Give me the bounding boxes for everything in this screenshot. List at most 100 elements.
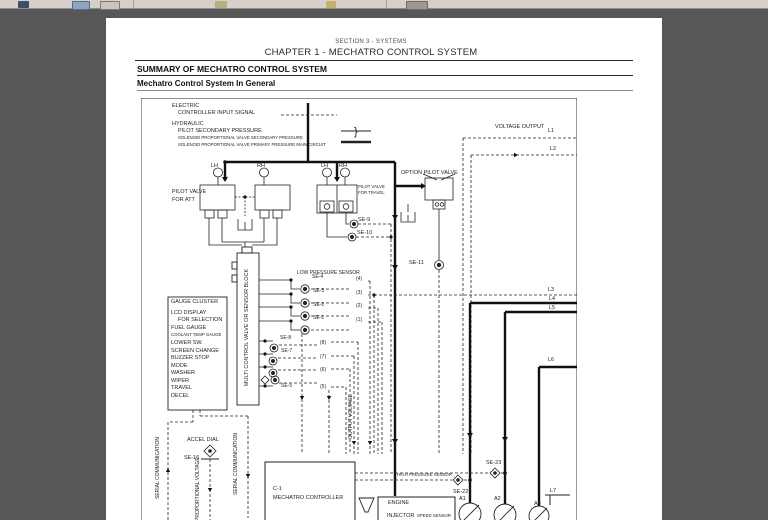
mechatro-controller-box <box>264 461 356 520</box>
port6-label: (6) <box>320 367 327 373</box>
subtitle: Mechatro Control System In General <box>137 79 276 88</box>
gauge-item-screen-change: SCREEN CHANGE <box>171 348 219 354</box>
toolbar-icon-4[interactable] <box>215 1 227 8</box>
se9-label: SE-9 <box>358 217 371 223</box>
option-pilot-valve-label: OPTION PILOT VALVE <box>401 170 458 176</box>
se22-label: SE-22 <box>453 489 469 495</box>
serial-communication-right-label: SERIAL COMMUNICATION <box>233 433 239 495</box>
low-pressure-sensor-label: LOW PRESSURE SENSOR <box>297 270 360 276</box>
pressure-sensor-symbols <box>203 219 501 486</box>
engine-label: ENGINE <box>388 500 410 506</box>
toolbar-separator-1 <box>133 0 134 8</box>
sensor-se23-symbol <box>489 467 501 479</box>
port5-label: (5) <box>320 384 327 390</box>
voltage-output-lines <box>462 137 577 454</box>
engine-box <box>377 496 456 520</box>
gauge-cluster-title: GAUGE CLUSTER <box>171 299 219 305</box>
section-heading: SECTION 3 - SYSTEMS <box>335 39 407 45</box>
speed-sensor-label: SPEED SENSOR <box>417 513 451 518</box>
toolbar-icon-3[interactable] <box>100 1 120 10</box>
port4-label: (4) <box>356 276 363 282</box>
toolbar-icon-6[interactable] <box>406 1 428 10</box>
pilot-valve-att-label-1: PILOT VALVE <box>172 189 207 195</box>
controller-name-label: MECHATRO CONTROLLER <box>273 495 344 501</box>
main-circuit-lines <box>223 103 577 511</box>
se3-label: SE-3 <box>313 288 325 294</box>
se23-label: SE-23 <box>486 460 502 466</box>
toolbar-separator-2 <box>386 0 387 8</box>
multi-control-block-label: MULTI CONTROL VALVE OR SENSOR BLOCK <box>244 268 250 387</box>
sensor-se16-symbol <box>203 444 217 458</box>
low-pressure-dashes <box>278 280 383 454</box>
chapter-heading: CHAPTER 1 - MECHATRO CONTROL SYSTEM <box>264 47 478 58</box>
pump-a1-label: A1 <box>459 496 466 502</box>
controller-id-label: C-1 <box>273 486 282 492</box>
gauge-item-decel: DECEL <box>171 393 190 399</box>
serial-communication-left-label: SERIAL COMMUNICATION <box>155 437 161 499</box>
viewer-canvas[interactable]: SECTION 3 - SYSTEMS CHAPTER 1 - MECHATRO… <box>0 9 768 520</box>
sensor-se5-symbol <box>260 375 280 385</box>
pump-a3-symbol <box>528 505 550 520</box>
se11-label: SE-11 <box>409 260 424 266</box>
injector-symbol <box>358 497 375 513</box>
flow-arrows <box>165 152 518 492</box>
sensor-se11-symbol <box>434 260 444 270</box>
pilot-sensor-drops <box>356 223 440 454</box>
se5-label: SE-5 <box>281 383 293 389</box>
sensor-se8-symbol <box>269 343 279 353</box>
injector-label: INJECTOR <box>387 513 415 519</box>
pilot-valve-att-symbol <box>199 167 291 247</box>
gauge-item-fuel-gauge: FUEL GAUGE <box>171 325 207 331</box>
sensor-se3-symbol <box>300 298 310 308</box>
proportional-voltage-label: PROPORTIONAL VOLTAGE <box>195 457 201 520</box>
gauge-item-buzzer-stop: BUZZER STOP <box>171 355 210 361</box>
pilot-valve-att-label-2: FOR ATT <box>172 197 195 203</box>
att-rh-label: RH <box>257 163 265 169</box>
se8-label: SE-8 <box>280 335 292 341</box>
se1-label: SE-1 <box>313 315 325 321</box>
legend-controller-input-signal: CONTROLLER INPUT SIGNAL <box>178 110 256 116</box>
summary-rule <box>137 75 633 76</box>
travel-lh-label: LH <box>321 163 329 169</box>
pump-a3-label: A3 <box>534 501 541 507</box>
legend-hydraulic: HYDRAULIC <box>172 121 204 127</box>
toolbar-icon-2[interactable] <box>72 1 90 10</box>
line-l6-label: L6 <box>548 357 555 363</box>
line-l1-label: L1 <box>548 128 555 134</box>
legend-pilot-secondary-pressure: PILOT SECONDARY PRESSURE <box>178 128 262 134</box>
port7-label: (7) <box>320 354 327 360</box>
se7-label: SE-7 <box>281 348 293 354</box>
toolbar-icon-5[interactable] <box>326 1 336 8</box>
pilot-valve-travel-label-2: FOR TRAVEL <box>358 190 385 195</box>
multi-control-block-symbol <box>231 246 260 406</box>
sensor-se4-symbol <box>300 284 310 294</box>
legend-solenoid-primary: SOLENOID PROPORTIONAL VALVE PRIMARY PRES… <box>178 142 326 147</box>
summary-title: SUMMARY OF MECHATRO CONTROL SYSTEM <box>137 64 327 74</box>
toolbar-icon-1[interactable] <box>18 1 29 8</box>
se16-label: SE-16 <box>184 455 200 461</box>
sensor-se9-symbol <box>349 219 359 229</box>
port2-label: (2) <box>356 303 363 309</box>
sensor-se1-symbol <box>300 325 310 335</box>
gauge-cluster-box <box>167 296 228 411</box>
port8-label: (8) <box>320 340 327 346</box>
legend-brace: } <box>354 126 358 138</box>
serial-accel-lines <box>167 410 249 520</box>
sensor-se10-symbol <box>347 232 357 242</box>
port3-label: (3) <box>356 290 363 296</box>
gauge-item-lcd: LCD DISPLAY <box>171 310 207 316</box>
gauge-item-washer: WASHER <box>171 370 195 376</box>
sensor-se7-symbol <box>268 356 278 366</box>
line-l2-label: L2 <box>550 146 557 152</box>
subtitle-rule <box>137 90 633 91</box>
high-pressure-sensor-label: HIGH PRESSURE SENSOR <box>397 472 452 477</box>
pump-a2-symbol <box>493 503 517 520</box>
gauge-item-wiper: WIPER <box>171 378 190 384</box>
gauge-item-coolant: COOLANT TEMP GAUGE <box>171 332 222 337</box>
pump-a2-label: A2 <box>494 496 501 502</box>
document-page: SECTION 3 - SYSTEMS CHAPTER 1 - MECHATRO… <box>106 18 662 520</box>
gauge-item-mode: MODE <box>171 363 188 369</box>
line-l3-label: L3 <box>548 287 555 293</box>
option-pilot-valve-symbol <box>400 173 456 260</box>
